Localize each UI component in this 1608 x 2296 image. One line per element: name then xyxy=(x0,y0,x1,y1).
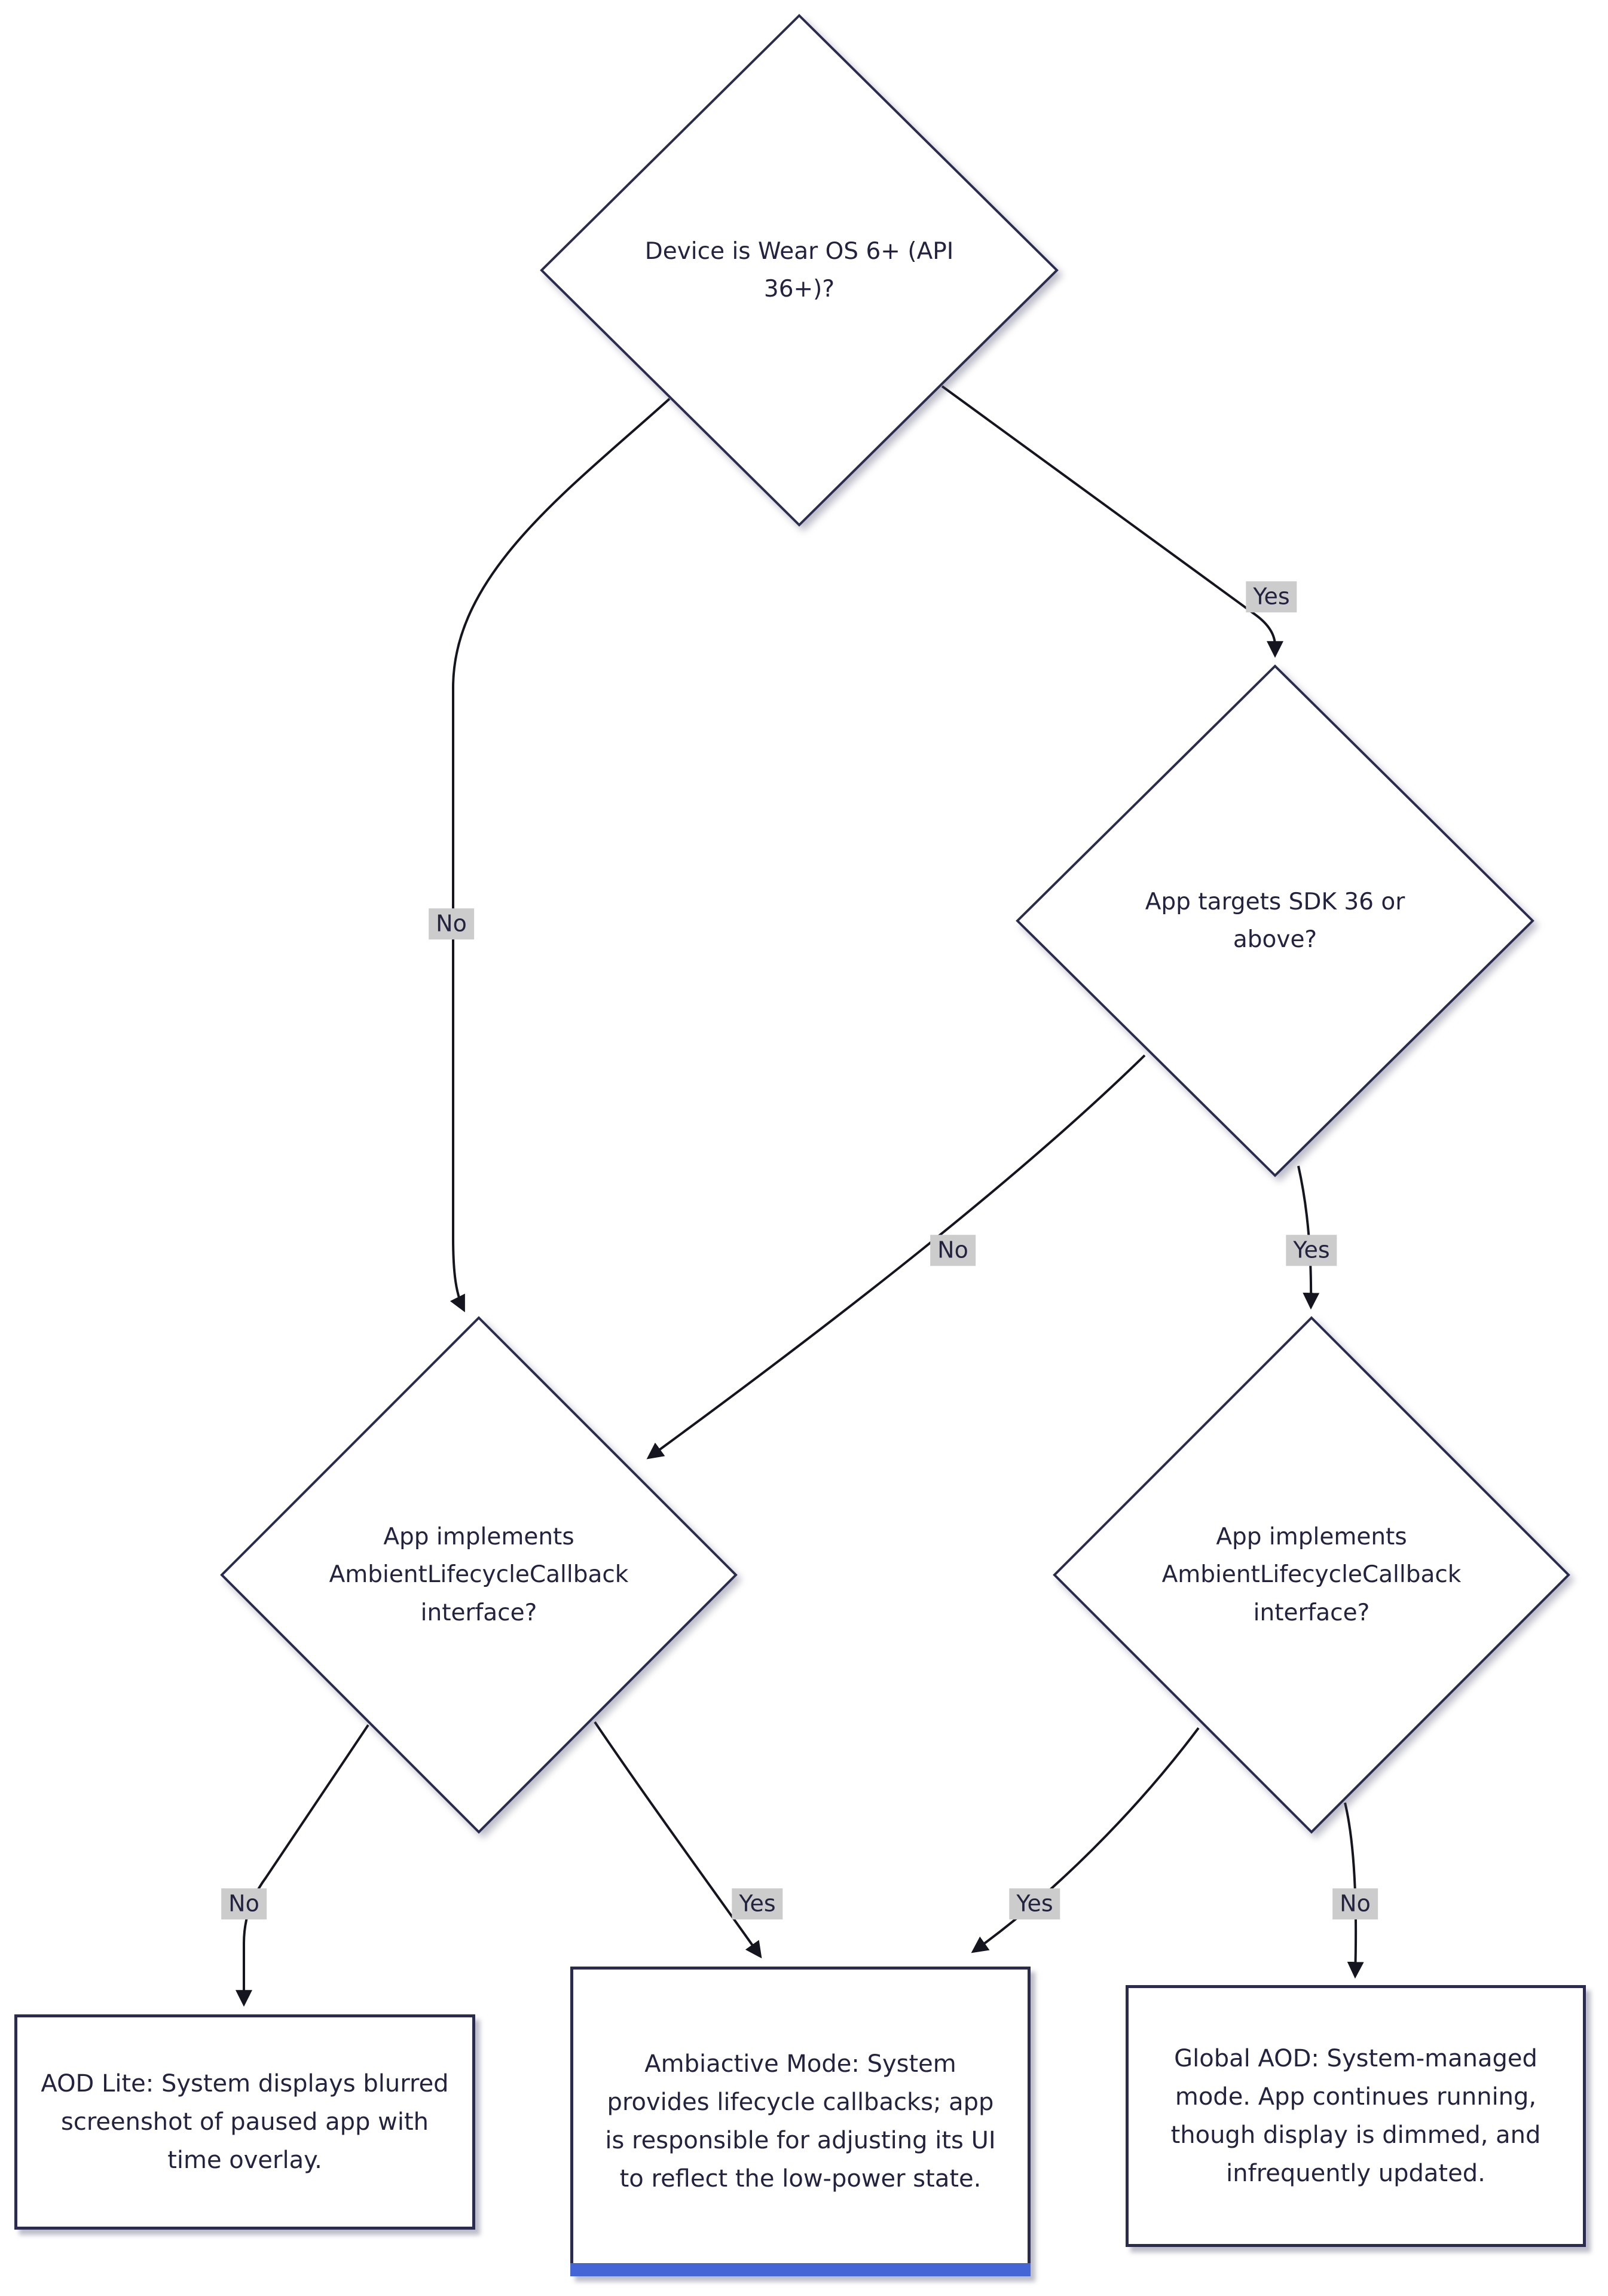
edge-label-d1-yes: Yes xyxy=(1246,581,1297,612)
edge-label-d4-yes: Yes xyxy=(1009,1888,1060,1919)
decision-ambient-callback-left-label: App implements AmbientLifecycleCallback … xyxy=(329,1523,629,1626)
edge-label-d1-no: No xyxy=(429,908,474,939)
result-ambiactive-mode-label: Ambiactive Mode: System provides lifecyc… xyxy=(605,2050,996,2193)
diamond-shape xyxy=(1053,1316,1570,1834)
accent-bar xyxy=(570,2263,1031,2276)
decision-sdk-target-label: App targets SDK 36 or above? xyxy=(1145,888,1405,953)
edge-d3-yes xyxy=(594,1721,762,1959)
decision-sdk-target: App targets SDK 36 or above? xyxy=(1015,664,1535,1178)
edge-label-d2-no: No xyxy=(930,1235,976,1266)
edge-label-d3-no: No xyxy=(221,1888,267,1919)
result-aod-lite: AOD Lite: System displays blurred screen… xyxy=(14,2014,475,2230)
decision-wear-os-version-label: Device is Wear OS 6+ (API 36+)? xyxy=(644,237,954,303)
edge-d1-yes xyxy=(941,385,1283,658)
decision-ambient-callback-right-label: App implements AmbientLifecycleCallback … xyxy=(1161,1523,1462,1626)
edge-label-d4-no: No xyxy=(1332,1888,1378,1919)
edge-label-d2-yes: Yes xyxy=(1286,1235,1337,1266)
result-global-aod-label: Global AOD: System-managed mode. App con… xyxy=(1170,2045,1541,2187)
diamond-shape xyxy=(1016,664,1534,1177)
result-global-aod: Global AOD: System-managed mode. App con… xyxy=(1126,1985,1586,2247)
decision-wear-os-version: Device is Wear OS 6+ (API 36+)? xyxy=(539,13,1059,527)
edge-d1-no xyxy=(450,398,671,1312)
decision-ambient-callback-left: App implements AmbientLifecycleCallback … xyxy=(219,1315,738,1834)
edge-label-d3-yes: Yes xyxy=(732,1888,783,1919)
edge-d2-no xyxy=(646,1054,1146,1460)
decision-ambient-callback-right: App implements AmbientLifecycleCallback … xyxy=(1052,1315,1571,1834)
edge-d4-yes xyxy=(971,1727,1200,1953)
diamond-shape xyxy=(540,14,1059,527)
result-aod-lite-label: AOD Lite: System displays blurred screen… xyxy=(41,2070,449,2174)
edge-d4-no xyxy=(1344,1802,1364,1979)
result-ambiactive-mode: Ambiactive Mode: System provides lifecyc… xyxy=(570,1967,1031,2276)
diamond-shape xyxy=(220,1316,738,1834)
